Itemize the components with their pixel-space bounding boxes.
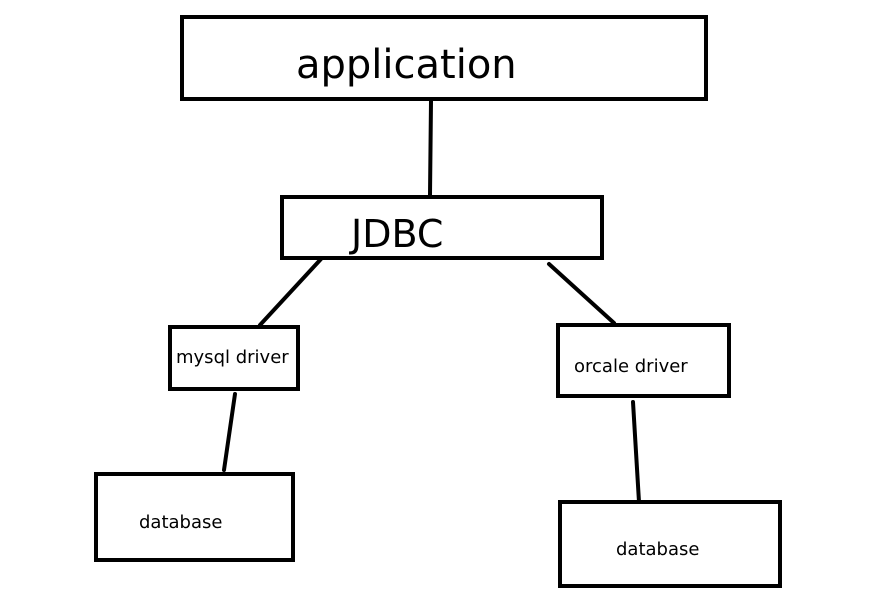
jdbc-label: JDBC (351, 212, 444, 256)
database-label-right: database (616, 539, 700, 560)
edge-jdbc-oracle-driver (547, 262, 616, 325)
mysql-driver-box: mysql driver (168, 325, 300, 391)
application-box: application (180, 15, 708, 101)
jdbc-box: JDBC (280, 195, 604, 260)
edge-application-jdbc (428, 99, 433, 197)
database-label-left: database (139, 512, 223, 533)
edge-jdbc-mysql-driver (258, 257, 323, 327)
oracle-driver-box: orcale driver (556, 323, 731, 398)
application-label: application (296, 42, 517, 88)
edge-oracle-driver-database (631, 400, 641, 504)
edge-mysql-driver-database (222, 392, 237, 472)
database-box-left: database (94, 472, 295, 562)
oracle-driver-label: orcale driver (574, 356, 688, 377)
database-box-right: database (558, 500, 782, 588)
mysql-driver-label: mysql driver (176, 347, 289, 368)
